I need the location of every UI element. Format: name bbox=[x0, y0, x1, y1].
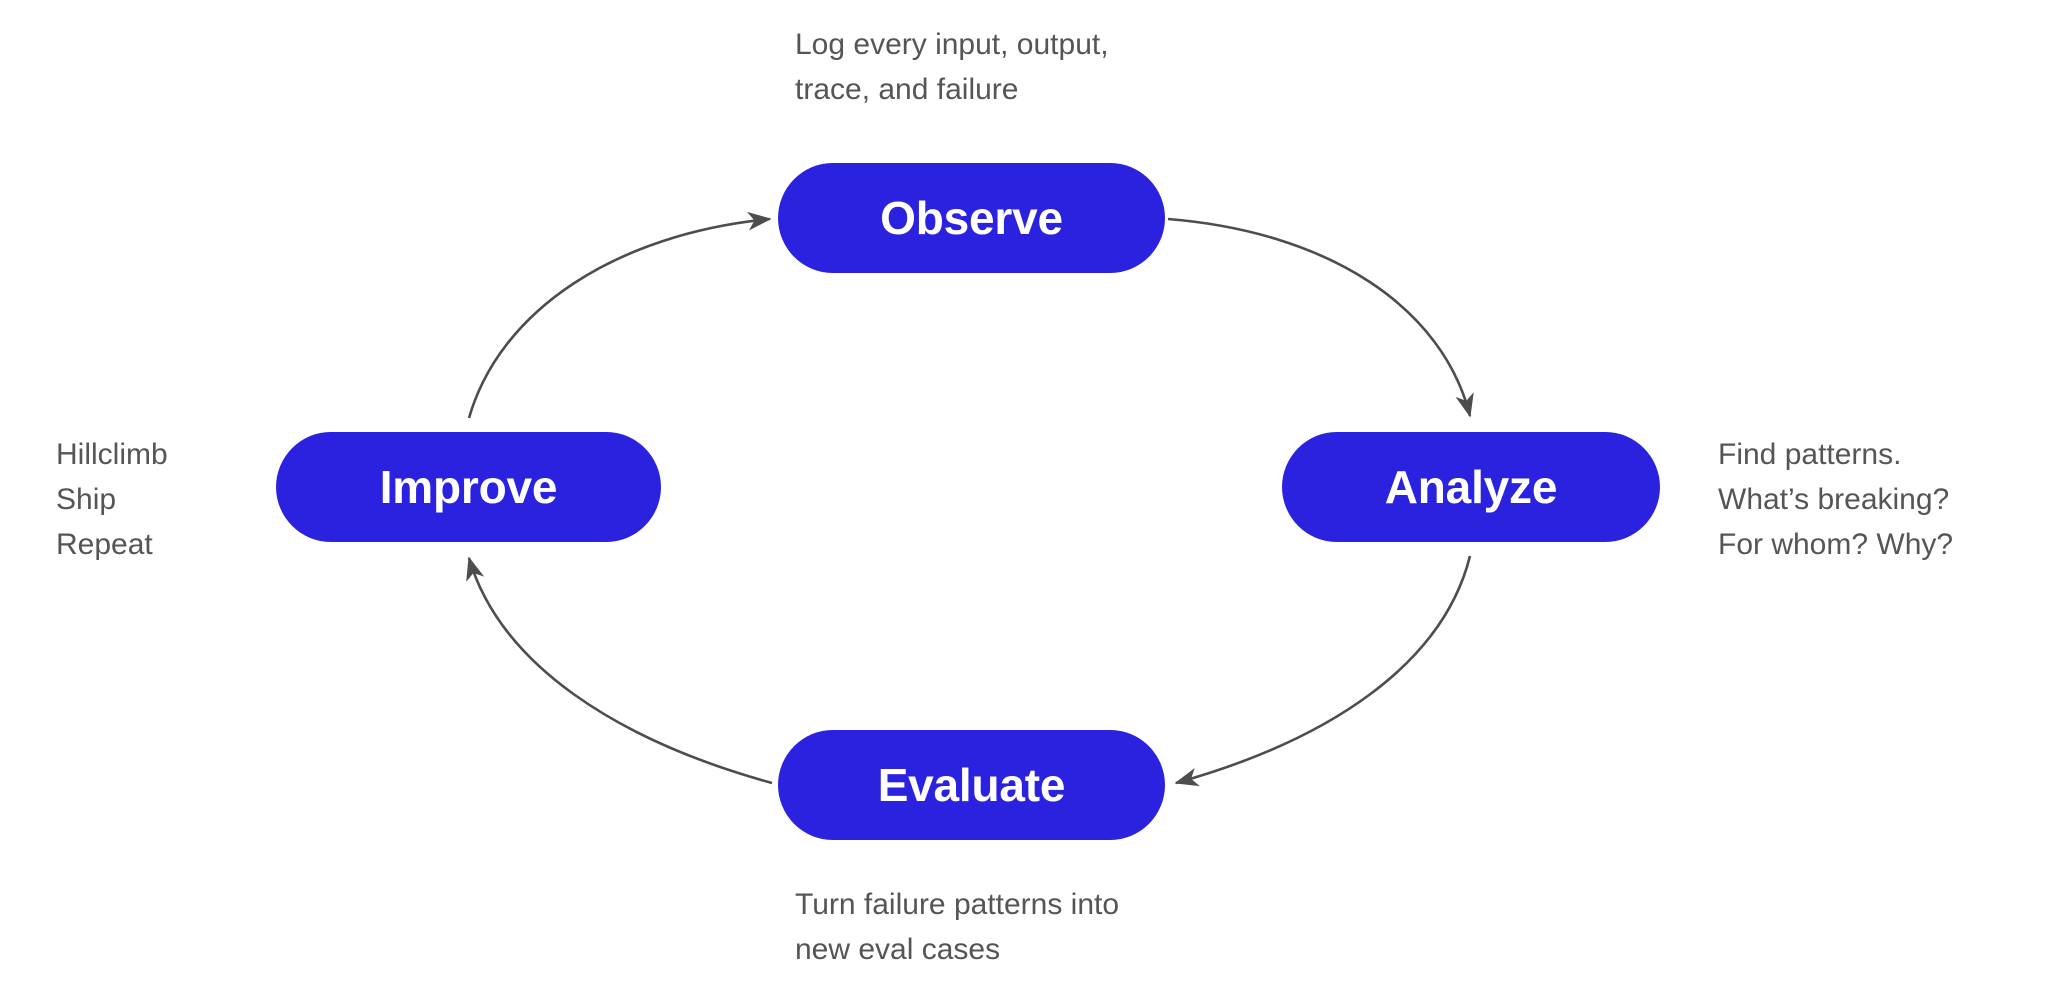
node-observe-label: Observe bbox=[880, 192, 1063, 244]
node-observe[interactable]: Observe bbox=[778, 163, 1165, 273]
node-improve-label: Improve bbox=[379, 461, 558, 513]
caption-improve: Hillclimb Ship Repeat bbox=[56, 438, 168, 561]
caption-evaluate: Turn failure patterns into new eval case… bbox=[795, 888, 1120, 966]
caption-observe: Log every input, output, trace, and fail… bbox=[795, 28, 1109, 106]
node-improve[interactable]: Improve bbox=[276, 432, 661, 542]
edge-improve-to-observe bbox=[467, 211, 772, 419]
caption-analyze: Find patterns. What’s breaking? For whom… bbox=[1718, 438, 1954, 561]
node-evaluate-label: Evaluate bbox=[877, 759, 1066, 811]
node-analyze[interactable]: Analyze bbox=[1282, 432, 1660, 542]
edge-analyze-to-evaluate bbox=[1174, 555, 1472, 787]
edge-observe-to-analyze bbox=[1167, 217, 1474, 418]
node-analyze-label: Analyze bbox=[1384, 461, 1558, 513]
edge-evaluate-to-improve bbox=[466, 556, 773, 785]
node-evaluate[interactable]: Evaluate bbox=[778, 730, 1165, 840]
